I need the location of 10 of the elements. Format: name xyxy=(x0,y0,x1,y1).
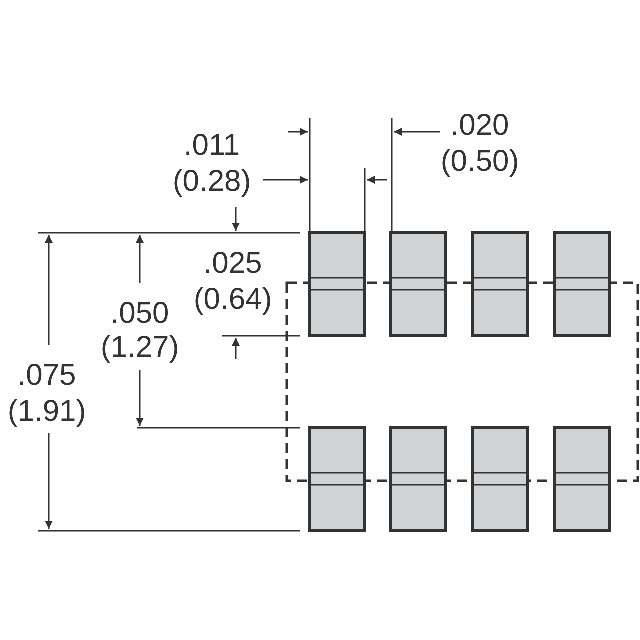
dimension-label: .075 xyxy=(18,361,76,391)
dimension-label: (0.50) xyxy=(440,147,520,177)
dimension-label: (1.91) xyxy=(8,397,86,427)
dimension-label: (0.28) xyxy=(172,167,252,197)
dimension-label: .020 xyxy=(450,111,510,141)
dimension-label: .011 xyxy=(184,131,240,161)
dimension-label: (0.64) xyxy=(194,285,272,315)
dimension-label: (1.27) xyxy=(100,333,180,363)
dimension-label: .025 xyxy=(204,249,262,279)
dimension-label: .050 xyxy=(110,299,170,329)
